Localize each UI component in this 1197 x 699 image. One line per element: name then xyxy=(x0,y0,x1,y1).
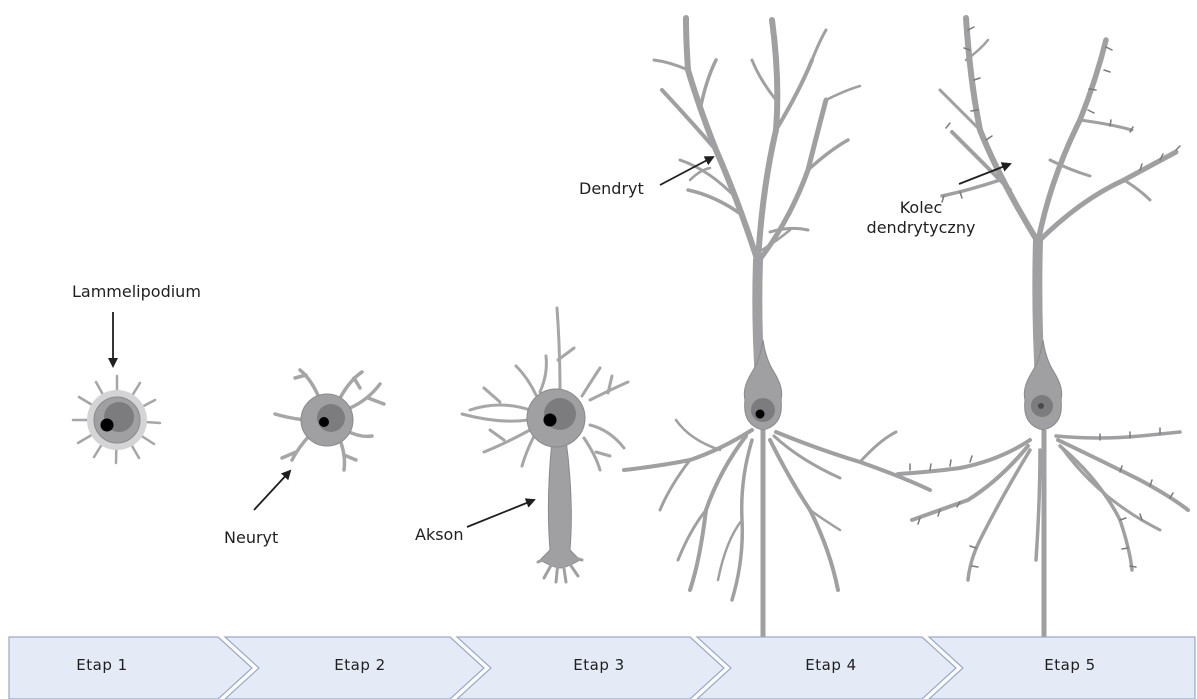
stage-label-4: Etap 4 xyxy=(771,656,891,674)
spine-label-line-1: Kolec xyxy=(866,198,976,218)
neuryt-label: Neuryt xyxy=(224,528,278,547)
dendritic-spine-label: Kolec dendrytyczny xyxy=(866,198,976,238)
stage-label-2: Etap 2 xyxy=(300,656,420,674)
lammelipodium-label: Lammelipodium xyxy=(72,282,201,301)
stage-label-1: Etap 1 xyxy=(42,656,162,674)
akson-label: Akson xyxy=(415,525,463,544)
spine-label-line-2: dendrytyczny xyxy=(866,218,976,238)
stage-label-3: Etap 3 xyxy=(539,656,659,674)
stage-1-cell xyxy=(73,376,160,463)
stage-label-5: Etap 5 xyxy=(1010,656,1130,674)
stage-3-cell xyxy=(462,308,628,582)
stage-5-neuron xyxy=(898,18,1188,640)
stage-2-cell xyxy=(275,370,384,470)
dendryt-label: Dendryt xyxy=(579,179,644,198)
neuryt-arrow xyxy=(254,471,290,510)
akson-arrow xyxy=(467,500,534,527)
stage-4-neuron xyxy=(624,18,930,640)
